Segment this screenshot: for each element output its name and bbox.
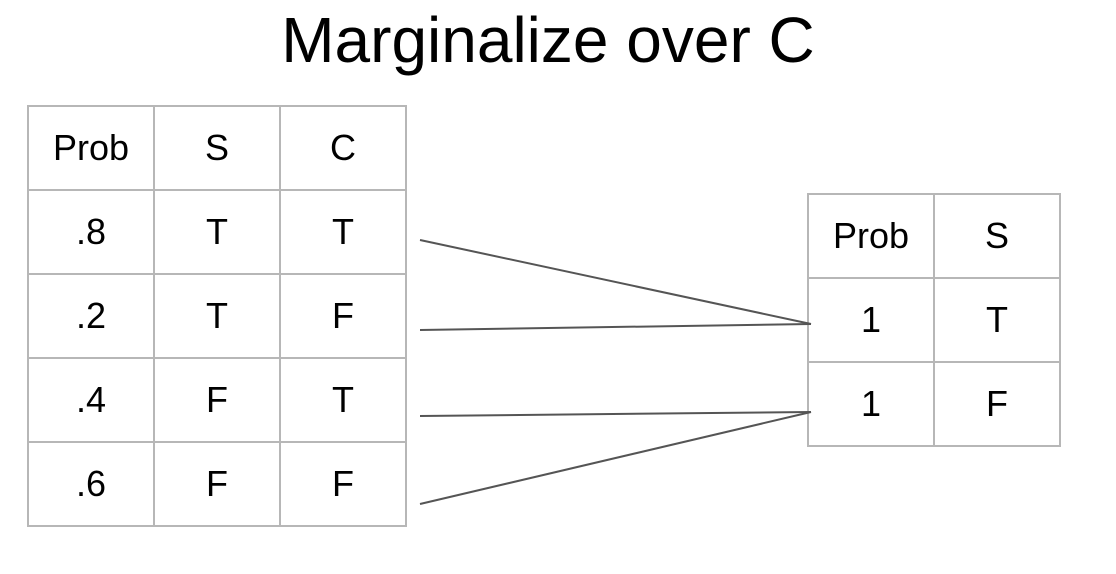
connector-line — [419, 411, 812, 505]
header-cell-c: C — [279, 105, 407, 191]
s-cell: T — [153, 189, 281, 275]
table-row: .4 F T — [27, 357, 407, 443]
prob-cell: .2 — [27, 273, 155, 359]
s-cell: T — [933, 277, 1061, 363]
c-cell: T — [279, 357, 407, 443]
connector-line — [419, 323, 812, 331]
prob-cell: .8 — [27, 189, 155, 275]
prob-cell: 1 — [807, 361, 935, 447]
c-cell: F — [279, 273, 407, 359]
table-row: .8 T T — [27, 189, 407, 275]
prob-cell: .6 — [27, 441, 155, 527]
header-cell-prob: Prob — [27, 105, 155, 191]
connector-line — [419, 411, 812, 417]
table-row: .6 F F — [27, 441, 407, 527]
connector-line — [419, 239, 812, 325]
header-cell-s: S — [933, 193, 1061, 279]
s-cell: F — [153, 357, 281, 443]
s-cell: F — [933, 361, 1061, 447]
c-cell: T — [279, 189, 407, 275]
joint-probability-table: Prob S C .8 T T .2 T F .4 F T .6 F F — [27, 105, 407, 527]
table-header-row: Prob S C — [27, 105, 407, 191]
diagram-title: Marginalize over C — [281, 4, 815, 76]
table-row: 1 F — [807, 361, 1061, 447]
table-row: .2 T F — [27, 273, 407, 359]
table-header-row: Prob S — [807, 193, 1061, 279]
c-cell: F — [279, 441, 407, 527]
table-row: 1 T — [807, 277, 1061, 363]
s-cell: F — [153, 441, 281, 527]
s-cell: T — [153, 273, 281, 359]
prob-cell: .4 — [27, 357, 155, 443]
prob-cell: 1 — [807, 277, 935, 363]
header-cell-s: S — [153, 105, 281, 191]
marginal-probability-table: Prob S 1 T 1 F — [807, 193, 1061, 447]
header-cell-prob: Prob — [807, 193, 935, 279]
